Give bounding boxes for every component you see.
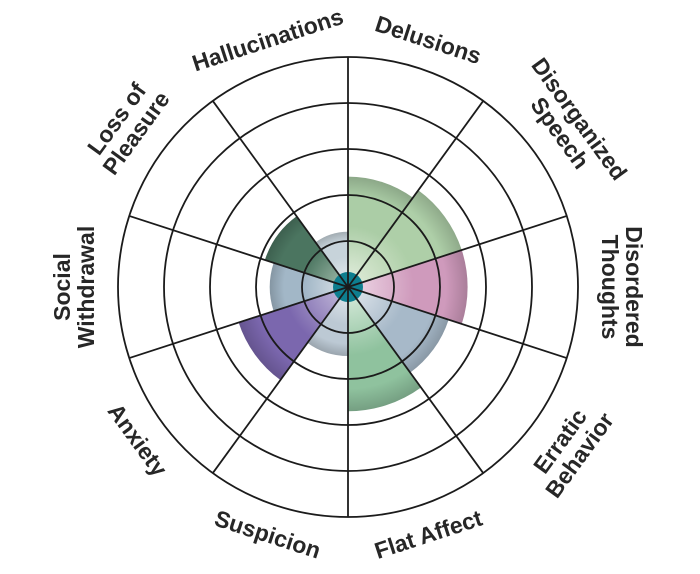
wedge-loss-of-pleasure — [264, 216, 348, 287]
grid-spoke-8 — [128, 286, 349, 359]
grid-spoke-10 — [212, 100, 349, 288]
grid-spoke-3 — [347, 215, 568, 288]
sector-label-line: Social — [49, 253, 75, 321]
grid-spoke-7 — [212, 286, 349, 474]
sector-label-line: Withdrawal — [73, 226, 99, 348]
grid-spoke-9 — [128, 215, 349, 288]
sector-label-disordered-thoughts: DisorderedThoughts — [597, 226, 647, 347]
grid-spoke-5 — [347, 286, 484, 474]
grid-spoke-4 — [347, 286, 568, 359]
sector-label-social-withdrawal: SocialWithdrawal — [49, 226, 99, 348]
grid-spoke-2 — [347, 100, 484, 288]
wedge-delusions — [348, 176, 413, 287]
wedge-anxiety — [238, 287, 348, 381]
wedge-suspicion — [307, 287, 348, 356]
wedge-erratic-behavior — [348, 287, 449, 373]
sector-label-line: Disordered — [621, 226, 647, 347]
wedge-hallucinations — [315, 231, 348, 287]
sector-label-line: Thoughts — [597, 235, 623, 340]
wedge-social-withdrawal — [269, 262, 348, 312]
wedge-flat-affect — [348, 287, 421, 412]
wedge-disorganized-speech — [348, 190, 462, 287]
